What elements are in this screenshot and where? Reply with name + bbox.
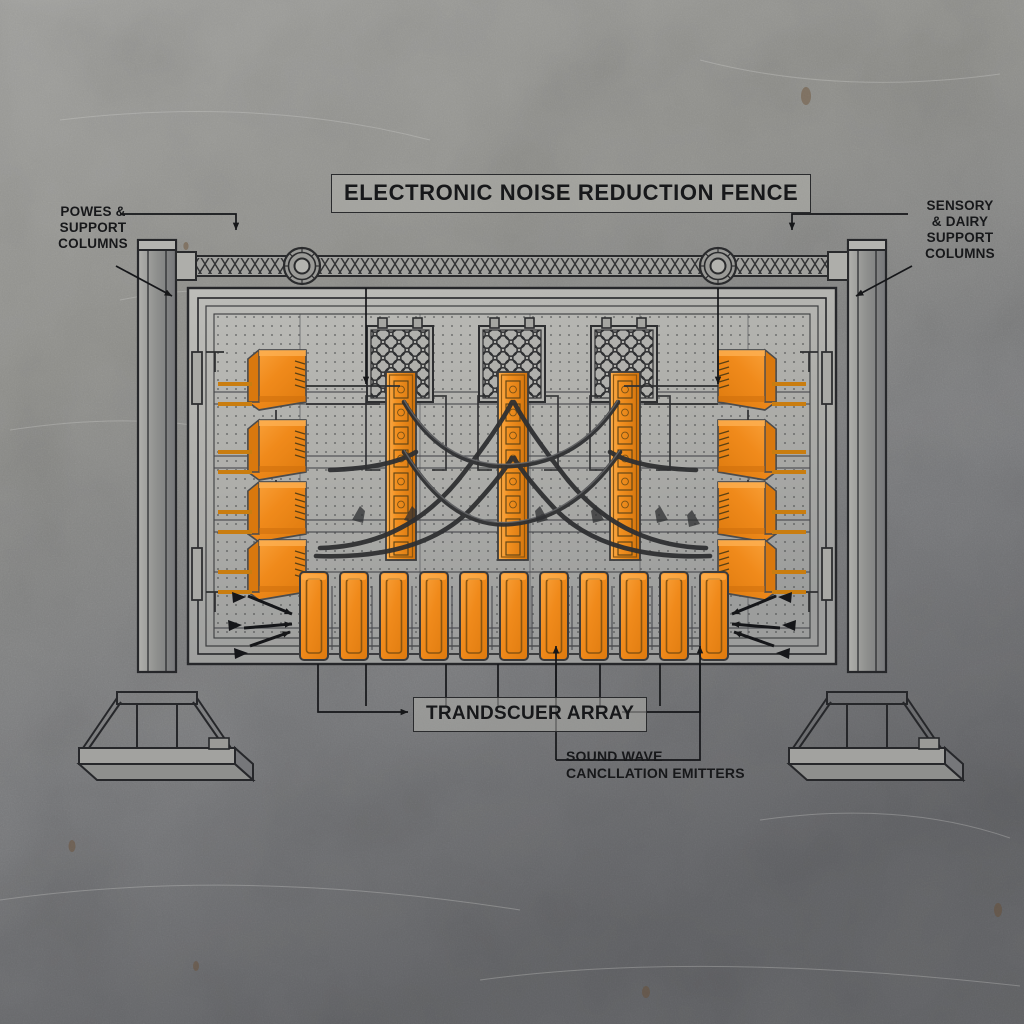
cable-pulley-right xyxy=(698,246,738,286)
emitter-bar xyxy=(419,571,449,661)
emitter-bar xyxy=(699,571,729,661)
callout-emitters: SOUND WAVE CANCLLATION EMITTERS xyxy=(566,748,745,781)
callout-transducer-array: TRANDSCUER ARRAY xyxy=(413,697,648,733)
transducer-bar-array xyxy=(299,571,729,661)
emitter-module-right-3 xyxy=(717,481,777,543)
emitter-bar xyxy=(619,571,649,661)
top-tension-cable xyxy=(175,251,849,281)
emitter-module-right-2 xyxy=(717,419,777,481)
panel-pointer-marks xyxy=(352,506,700,527)
wave-direction-arrows-right xyxy=(731,594,781,648)
wave-chevrons-left xyxy=(228,592,248,659)
page-title: ELECTRONIC NOISE REDUCTION FENCE xyxy=(331,174,812,213)
emitter-bar xyxy=(459,571,489,661)
emitter-bar xyxy=(499,571,529,661)
callout-left-columns: POWES & SUPPORT COLUMNS xyxy=(58,204,128,251)
cable-harness xyxy=(313,399,713,559)
strip-housings xyxy=(365,395,671,471)
wave-direction-arrows-left xyxy=(243,594,293,648)
emitter-bar xyxy=(539,571,569,661)
emitter-bar xyxy=(379,571,409,661)
support-column-right xyxy=(788,238,964,781)
emitter-module-left-1 xyxy=(247,349,307,411)
emitter-module-left-4 xyxy=(247,539,307,601)
module-rails xyxy=(218,382,806,594)
callout-right-columns: SENSORY & DAIRY SUPPORT COLUMNS xyxy=(925,198,995,261)
emitter-module-left-3 xyxy=(247,481,307,543)
support-column-left xyxy=(78,238,254,781)
cable-harness-highlight xyxy=(403,399,621,524)
emitter-bar xyxy=(299,571,329,661)
leader-lines xyxy=(115,213,913,761)
emitter-module-left-2 xyxy=(247,419,307,481)
emitter-bar xyxy=(659,571,689,661)
cable-pulley-left xyxy=(282,246,322,286)
module-linkages xyxy=(275,385,749,482)
emitter-bar xyxy=(579,571,609,661)
emitter-bar xyxy=(339,571,369,661)
wave-chevrons-right xyxy=(776,592,796,659)
emitter-module-right-1 xyxy=(717,349,777,411)
